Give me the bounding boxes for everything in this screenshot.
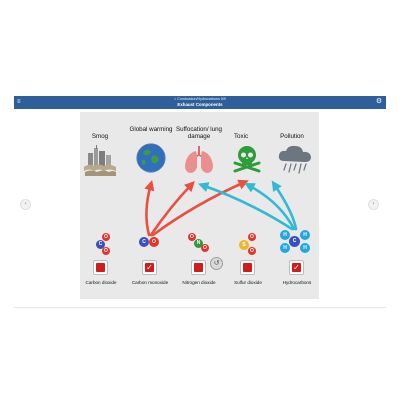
atom-oxygen: O bbox=[149, 237, 159, 247]
molecule-carbon-monoxide: C O bbox=[136, 236, 162, 250]
molecule-sulfur-dioxide: O S O bbox=[235, 232, 259, 256]
arrow-hydrocarbons-to-toxic bbox=[244, 183, 296, 231]
molecule-carbon-dioxide: O C O bbox=[88, 232, 112, 256]
header-titles: < Combustion/Hydrocarbons 5/9 Exhaust Co… bbox=[14, 97, 386, 107]
arrow-co-to-global-warming bbox=[144, 179, 155, 237]
checkbox-carbon-monoxide[interactable]: ✓ bbox=[142, 260, 157, 275]
gear-icon[interactable]: ⚙ bbox=[375, 98, 383, 105]
component-label-sulfur-dioxide: Sulfur dioxide bbox=[234, 280, 262, 285]
arrow-co-to-lungs bbox=[149, 180, 195, 237]
arrow-hydrocarbons-to-pollution bbox=[271, 180, 298, 231]
smog-icon bbox=[84, 145, 116, 176]
atom-hydrogen: H bbox=[280, 243, 290, 253]
atom-oxygen: O bbox=[201, 244, 209, 252]
effect-label-toxic: Toxic bbox=[233, 133, 249, 140]
molecule-hydrocarbons: H H C H H bbox=[278, 225, 312, 257]
atom-carbon: C bbox=[139, 237, 149, 247]
lungs-icon bbox=[185, 146, 213, 173]
component-label-nitrogen-dioxide: Nitrogen dioxide bbox=[182, 280, 216, 285]
checkbox-hydrocarbons[interactable]: ✓ bbox=[289, 260, 304, 275]
checkbox-sulfur-dioxide[interactable] bbox=[240, 260, 255, 275]
reset-icon[interactable]: ↺ bbox=[210, 257, 223, 270]
component-label-carbon-dioxide: Carbon dioxide bbox=[85, 280, 117, 285]
globe-icon bbox=[136, 143, 166, 173]
atom-oxygen: O bbox=[102, 233, 110, 241]
atom-sulfur: S bbox=[239, 240, 249, 250]
effect-label-pollution: Pollution bbox=[280, 133, 304, 140]
checkbox-nitrogen-dioxide[interactable] bbox=[191, 260, 206, 275]
atom-hydrogen: H bbox=[280, 230, 290, 240]
atom-oxygen: O bbox=[248, 233, 256, 241]
atom-hydrogen: H bbox=[300, 230, 310, 240]
atom-carbon: C bbox=[289, 236, 300, 247]
checkmark-icon: ✓ bbox=[293, 263, 300, 272]
atom-oxygen: O bbox=[102, 247, 110, 255]
checkbox-carbon-dioxide[interactable] bbox=[93, 260, 108, 275]
effect-label-smog: Smog bbox=[91, 133, 109, 140]
chevron-right-icon[interactable]: › bbox=[368, 199, 379, 210]
effect-label-suffocation: Suffocation/ lung damage bbox=[176, 126, 222, 140]
component-label-hydrocarbons: Hydrocarbons bbox=[282, 280, 312, 285]
arrow-co-to-toxic bbox=[151, 179, 249, 237]
connection-arrows bbox=[144, 179, 298, 237]
effect-label-global-warming: Global warming bbox=[129, 126, 173, 133]
header-bar: ≡ < Combustion/Hydrocarbons 5/9 Exhaust … bbox=[14, 96, 386, 109]
breadcrumb[interactable]: < Combustion/Hydrocarbons 5/9 bbox=[174, 97, 226, 101]
atom-oxygen: O bbox=[248, 247, 256, 255]
page-title: Exhaust Components bbox=[177, 102, 223, 107]
molecule-nitrogen-dioxide: O N O bbox=[186, 232, 210, 256]
chevron-left-icon[interactable]: ‹ bbox=[20, 199, 31, 210]
atom-nitrogen: N bbox=[194, 239, 203, 248]
acid-rain-cloud-icon bbox=[278, 145, 311, 174]
atom-hydrogen: H bbox=[300, 243, 310, 253]
component-label-carbon-monoxide: Carbon monoxide bbox=[131, 280, 169, 285]
atom-oxygen: O bbox=[188, 233, 196, 241]
arrow-hydrocarbons-to-lungs bbox=[198, 182, 294, 231]
menu-icon[interactable]: ≡ bbox=[17, 99, 21, 105]
checkmark-icon: ✓ bbox=[146, 263, 153, 272]
atom-carbon: C bbox=[96, 240, 105, 249]
skull-crossbones-icon bbox=[233, 146, 261, 173]
